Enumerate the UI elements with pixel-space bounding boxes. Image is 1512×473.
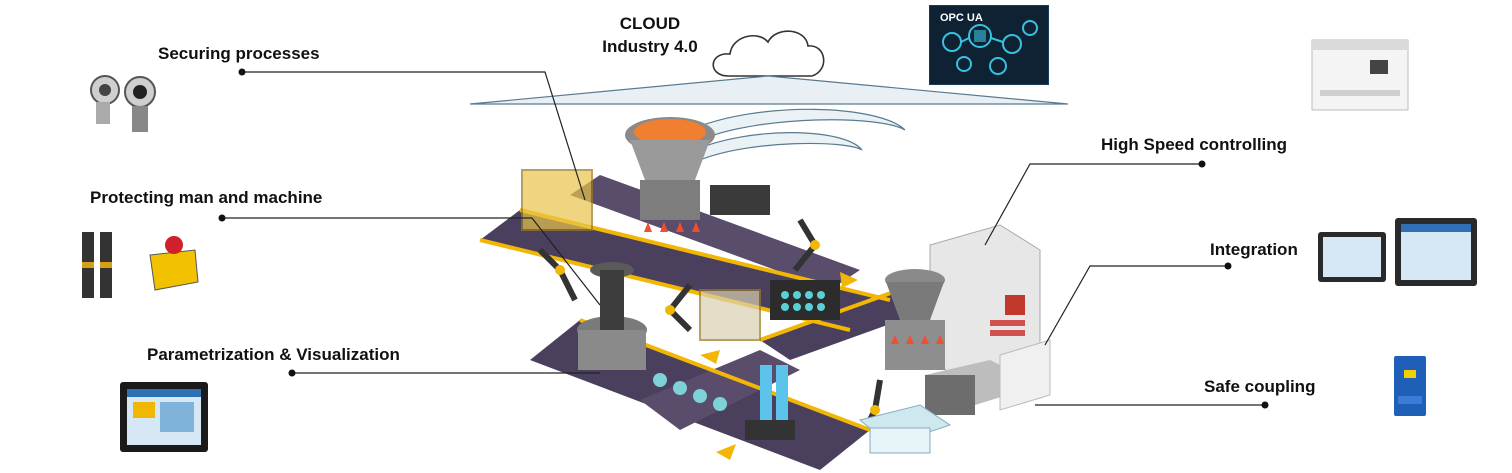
bottle-tray xyxy=(710,185,840,320)
callout-dots xyxy=(218,68,1269,409)
callout-high-speed: High Speed controlling xyxy=(1101,135,1288,154)
callout-lines xyxy=(222,71,1265,406)
opc-ua-text: OPC UA xyxy=(940,12,983,24)
callout-line-high-speed xyxy=(984,163,1202,246)
hopper-machine xyxy=(625,117,715,232)
cloud-signal-fan xyxy=(469,75,1069,105)
emergency-stop-icon xyxy=(149,236,199,291)
packaging-box xyxy=(858,404,952,454)
controller-module-icon xyxy=(1311,39,1409,111)
callout-protecting: Protecting man and machine xyxy=(90,188,323,207)
robot-arm-joints xyxy=(555,240,880,415)
cloud-icon xyxy=(712,30,825,77)
cloud-line-1: CLOUD xyxy=(619,14,681,33)
touch-panels-icon xyxy=(1318,218,1477,286)
callout-line-protecting xyxy=(222,217,601,306)
rotary-table xyxy=(577,262,727,411)
safety-sensor-icon xyxy=(90,75,156,132)
signal-arcs xyxy=(688,108,906,161)
network-gears-icon xyxy=(942,20,1038,75)
door-switch-icon xyxy=(82,232,112,298)
callout-safe-coupling: Safe coupling xyxy=(1204,377,1316,396)
coupling-relay-icon xyxy=(1394,356,1426,416)
hmi-panel-icon xyxy=(120,382,208,452)
sensor-pillar xyxy=(745,365,795,440)
cloud-line-2: Industry 4.0 xyxy=(602,37,698,56)
cloud-title: CLOUD Industry 4.0 xyxy=(590,14,710,57)
callout-line-securing xyxy=(242,71,586,201)
dispenser-machine xyxy=(885,269,945,370)
callout-line-integration xyxy=(1044,265,1228,346)
callout-parametrization: Parametrization & Visualization xyxy=(147,345,400,364)
callout-securing: Securing processes xyxy=(158,44,320,63)
callout-integration: Integration xyxy=(1210,240,1298,259)
opc-ua-panel: OPC UA xyxy=(929,5,1049,85)
packaging-unit xyxy=(925,339,1051,415)
